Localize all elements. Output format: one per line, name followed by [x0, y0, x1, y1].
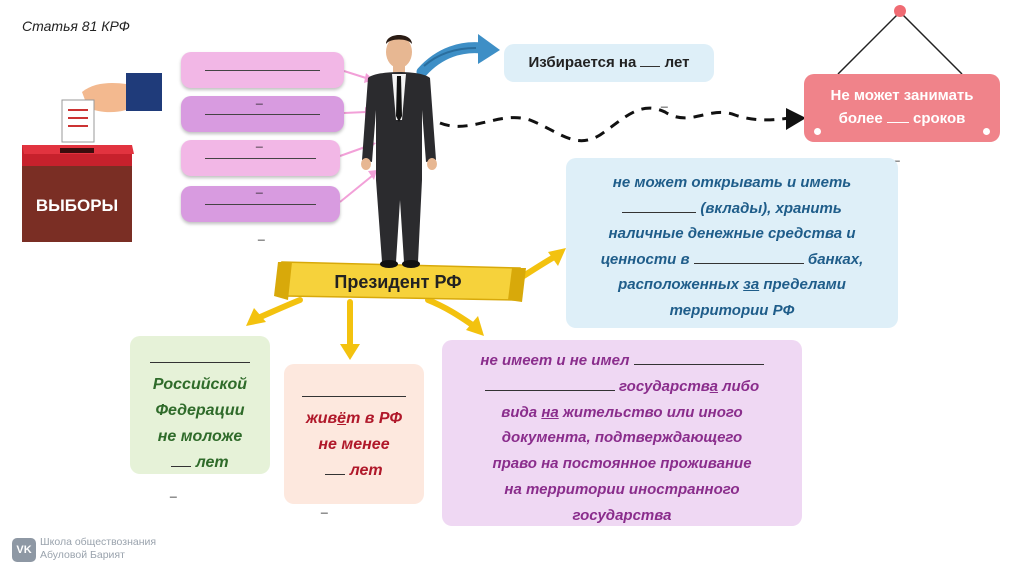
accounts-line: территории РФ [669, 301, 795, 319]
elected-box: Избирается на лет [504, 44, 714, 82]
residence-word: т в РФ [346, 410, 403, 427]
accounts-line: не может открывать и иметь [612, 174, 852, 191]
page-title: Статья 81 КРФ [22, 18, 130, 34]
stray-dash: _ [256, 91, 263, 105]
foreign-line: документа, подтверждающего [501, 429, 743, 447]
foreign-underlined: на [541, 403, 559, 421]
foreign-box: не имеет и не имел государства либо вида… [442, 340, 802, 526]
watermark-line: Абуловой Барият [40, 549, 125, 561]
foreign-line: не имеет и не имел [480, 352, 630, 369]
citizen-line: не моложе [157, 428, 243, 445]
term-limit-word: более [838, 110, 883, 127]
foreign-line: вида [501, 403, 538, 421]
dashed-wavy-arrow [439, 106, 791, 143]
stray-dash: _ [258, 227, 265, 241]
stray-dash: _ [893, 148, 900, 162]
accounts-line: расположенных [618, 276, 739, 293]
vk-logo-icon: VK [12, 538, 36, 562]
sign-rivet [983, 128, 990, 135]
fill-blank [693, 249, 804, 264]
fill-blank [640, 52, 661, 67]
stray-dash: _ [661, 94, 668, 108]
stray-dash: _ [170, 484, 177, 498]
president-figure [361, 35, 437, 268]
sign-rivet [814, 128, 821, 135]
stray-dash: _ [256, 134, 263, 148]
residence-underlined: ё [337, 410, 347, 427]
ballot-label: ВЫБОРЫ [35, 196, 119, 215]
elected-text-after: лет [664, 54, 690, 71]
pill-arrow-4 [339, 175, 373, 203]
accounts-underlined: за [743, 276, 760, 293]
term-limit-sign: Не может занимать более сроков [804, 74, 1000, 142]
fill-blank [886, 108, 909, 123]
citizen-line: лет [195, 454, 229, 471]
foreign-line: жительство или иного [562, 403, 743, 421]
fill-blank [171, 452, 192, 467]
residence-word: жив [305, 410, 338, 427]
term-limit-line1: Не может занимать [830, 87, 974, 104]
sign-pin [894, 5, 906, 17]
fill-blank [484, 376, 615, 391]
accounts-line: наличные денежные средства и [608, 225, 856, 242]
requirement-pill-3 [181, 140, 340, 176]
citizen-line: Российской [152, 376, 248, 393]
fill-blank [325, 460, 346, 475]
center-label: Президент РФ [334, 272, 462, 292]
fill-blank [302, 382, 406, 397]
accounts-line: банках, [807, 250, 864, 268]
fill-blank [150, 348, 250, 363]
ballot-paper-icon [61, 99, 95, 143]
pill-arrow-2 [343, 111, 367, 114]
foreign-line: на территории иностранного [504, 480, 740, 498]
foreign-line: государств [619, 377, 710, 395]
accounts-box: не может открывать и иметь (вклады), хра… [566, 158, 898, 328]
foreign-underlined: а [709, 377, 718, 395]
stray-dash: _ [321, 500, 328, 514]
fill-blank [633, 350, 764, 365]
residence-box: живёт в РФ не менее лет [284, 364, 424, 504]
term-limit-word: сроков [913, 110, 966, 127]
stray-dash: _ [256, 180, 263, 194]
citizen-line: Федерации [155, 402, 245, 419]
ballot-box-icon [22, 166, 132, 242]
residence-line: не менее [318, 436, 390, 453]
elected-text-before: Избирается на [528, 54, 637, 71]
citizen-box: Российской Федерации не моложе лет [130, 336, 270, 474]
foreign-line: государства [572, 506, 672, 524]
accounts-line: (вклады), хранить [700, 199, 842, 217]
requirement-pill-1 [181, 52, 344, 88]
accounts-line: ценности в [600, 250, 690, 268]
accounts-line: пределами [763, 276, 846, 293]
ballot-illustration [22, 73, 162, 242]
foreign-line: право на постоянное проживание [492, 455, 752, 473]
sleeve [126, 73, 162, 111]
foreign-line: либо [722, 377, 760, 395]
pill-arrow-1 [343, 70, 367, 79]
requirement-pill-2 [181, 96, 344, 132]
fill-blank [622, 198, 697, 213]
requirement-pill-4 [181, 186, 340, 222]
watermark: Школа обществознания Абуловой Барият [40, 536, 156, 562]
residence-line: лет [349, 462, 383, 479]
watermark-line: Школа обществознания [40, 536, 157, 548]
